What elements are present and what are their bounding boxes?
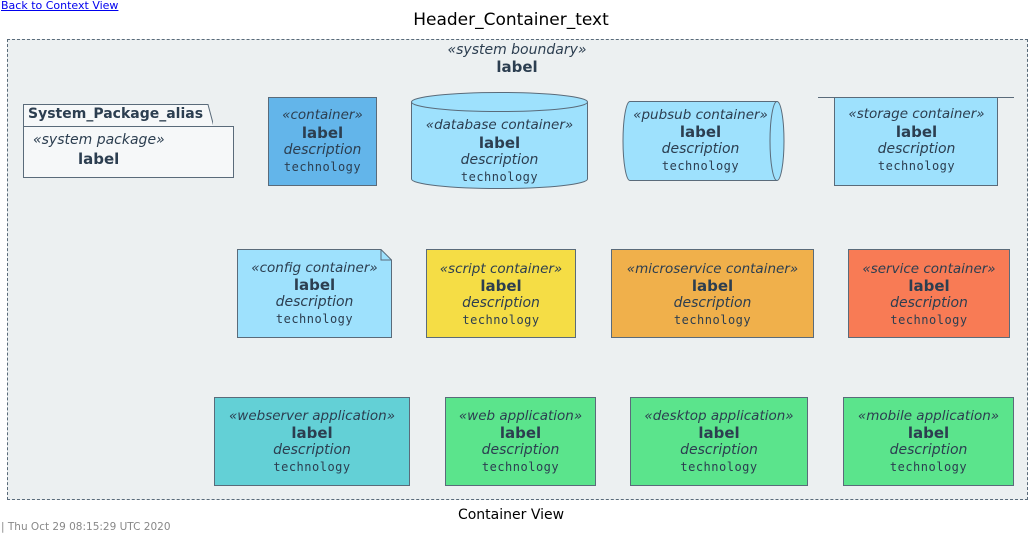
node-technology: technology — [877, 159, 956, 173]
timestamp: | Thu Oct 29 08:15:29 UTC 2020 — [1, 521, 171, 533]
microservice-container-node: «microservice container» label descripti… — [611, 249, 814, 338]
node-technology: technology — [462, 313, 540, 327]
node-label: label — [907, 424, 950, 442]
node-label: label — [499, 424, 542, 442]
node-description: description — [283, 142, 362, 158]
diagram-title: Header_Container_text — [413, 10, 609, 30]
node-label: label — [691, 277, 734, 295]
container-node: «container» label description technology — [268, 97, 377, 186]
database-container-node: «database container» label description t… — [411, 92, 588, 189]
node-label: label — [679, 123, 722, 141]
node-label: label — [478, 134, 521, 152]
back-to-context-link[interactable]: Back to Context View — [1, 0, 119, 12]
node-technology: technology — [460, 170, 539, 184]
node-technology: technology — [481, 460, 560, 474]
node-technology: technology — [661, 159, 740, 173]
node-label: label — [301, 124, 344, 142]
node-description: description — [661, 141, 740, 157]
node-description: description — [273, 442, 351, 458]
node-description: description — [889, 442, 968, 458]
package-label: label — [78, 150, 120, 168]
node-stereotype: «microservice container» — [626, 261, 799, 277]
pubsub-container-node: «pubsub container» label description tec… — [622, 101, 785, 181]
node-description: description — [275, 294, 354, 310]
node-stereotype: «web application» — [458, 408, 583, 424]
node-description: description — [481, 442, 560, 458]
system-package — [23, 126, 234, 178]
node-description: description — [877, 141, 956, 157]
node-stereotype: «database container» — [425, 117, 574, 133]
node-stereotype: «pubsub container» — [633, 107, 768, 123]
node-stereotype: «container» — [282, 107, 363, 123]
boundary-label: label — [496, 58, 538, 76]
package-alias: System_Package_alias — [28, 106, 204, 122]
service-container-node: «service container» label description te… — [848, 249, 1010, 338]
webserver-application-node: «webserver application» label descriptio… — [214, 397, 410, 486]
node-technology: technology — [273, 460, 351, 474]
node-description: description — [460, 152, 539, 168]
package-stereotype: «system package» — [33, 132, 165, 148]
node-label: label — [293, 276, 336, 294]
node-label: label — [291, 424, 333, 442]
web-application-node: «web application» label description tech… — [445, 397, 596, 486]
node-description: description — [673, 295, 752, 311]
node-technology: technology — [889, 460, 968, 474]
script-container-node: «script container» label description tec… — [426, 249, 576, 338]
node-stereotype: «mobile application» — [857, 408, 1000, 424]
node-stereotype: «service container» — [862, 261, 996, 277]
node-technology: technology — [275, 312, 354, 326]
node-description: description — [680, 442, 758, 458]
view-caption: Container View — [457, 507, 565, 523]
node-stereotype: «storage container» — [848, 106, 985, 122]
desktop-application-node: «desktop application» label description … — [630, 397, 808, 486]
node-technology: technology — [890, 313, 968, 327]
node-label: label — [908, 277, 950, 295]
node-technology: technology — [680, 460, 758, 474]
config-container-node: «config container» label description tec… — [237, 249, 392, 338]
node-label: label — [895, 123, 938, 141]
node-description: description — [890, 295, 968, 311]
storage-container-node: «storage container» label description te… — [818, 97, 1015, 186]
node-description: description — [462, 295, 540, 311]
node-stereotype: «script container» — [439, 261, 563, 277]
node-technology: technology — [673, 313, 752, 327]
node-label: label — [698, 424, 740, 442]
boundary-stereotype: «system boundary» — [447, 42, 587, 58]
package-tab — [23, 104, 213, 126]
node-stereotype: «webserver application» — [228, 408, 396, 424]
node-stereotype: «desktop application» — [644, 408, 794, 424]
mobile-application-node: «mobile application» label description t… — [843, 397, 1014, 486]
node-stereotype: «config container» — [251, 260, 378, 276]
node-label: label — [480, 277, 522, 295]
node-technology: technology — [283, 160, 362, 174]
